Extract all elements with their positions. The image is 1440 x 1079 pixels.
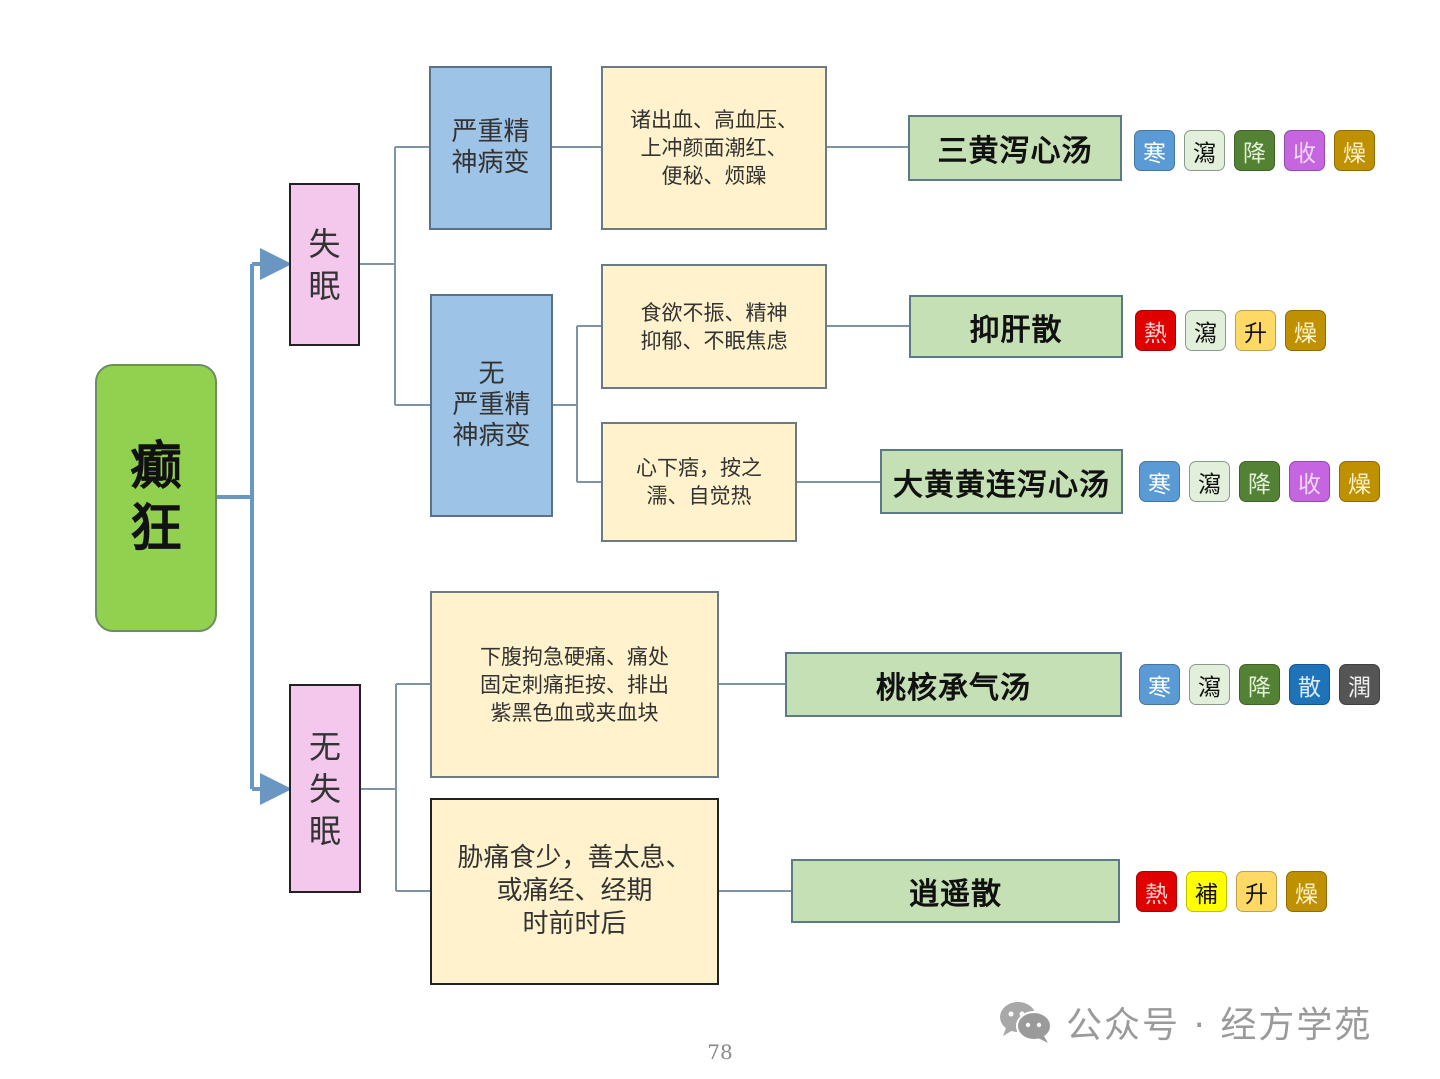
property-tag: 瀉 bbox=[1189, 664, 1230, 705]
symptom-line: 心下痞，按之 bbox=[636, 456, 762, 480]
condition-label: 神病变 bbox=[451, 148, 530, 178]
branch-label: 无 bbox=[308, 727, 341, 766]
formula-sanhuang-xiexin: 三黄泻心汤 bbox=[908, 115, 1122, 181]
symptom-line: 固定刺痛拒按、排出 bbox=[480, 672, 669, 697]
watermark-text: 公众号 · 经方学苑 bbox=[1066, 1005, 1373, 1046]
symptom-box-1: 诸出血、高血压、 上冲颜面潮红、 便秘、烦躁 bbox=[601, 66, 827, 230]
condition-label: 无 bbox=[478, 359, 505, 389]
condition-label: 神病变 bbox=[452, 421, 531, 451]
formula-name: 三黄泻心汤 bbox=[937, 134, 1093, 169]
branch-connectors bbox=[359, 146, 910, 892]
branch-label: 失 bbox=[308, 224, 341, 263]
symptom-box-5: 胁痛食少，善太息、 或痛经、经期 时前时后 bbox=[430, 798, 719, 985]
symptom-line: 抑郁、不眠焦虑 bbox=[640, 328, 788, 353]
symptom-line: 上冲颜面潮红、 bbox=[640, 136, 788, 160]
condition-label: 严重精 bbox=[452, 390, 531, 420]
property-tag: 補 bbox=[1186, 871, 1227, 912]
branch-label: 眠 bbox=[308, 266, 341, 305]
condition-label: 严重精 bbox=[451, 117, 530, 147]
symptom-line: 时前时后 bbox=[522, 909, 627, 939]
property-tag: 收 bbox=[1289, 461, 1330, 502]
formula-name: 大黄黄连泻心汤 bbox=[893, 467, 1110, 503]
property-tag: 寒 bbox=[1139, 664, 1180, 705]
watermark: 公众号 · 经方学苑 bbox=[998, 996, 1372, 1048]
symptom-line: 或痛经、经期 bbox=[496, 876, 653, 906]
property-tag: 升 bbox=[1236, 871, 1277, 912]
formula-name: 逍遥散 bbox=[909, 877, 1002, 912]
root-connector bbox=[217, 248, 292, 805]
page-number: 78 bbox=[707, 1040, 733, 1064]
property-tag: 潤 bbox=[1339, 664, 1380, 705]
condition-no-severe-mental: 无 严重精 神病变 bbox=[430, 294, 553, 517]
property-tag: 升 bbox=[1235, 310, 1276, 351]
property-tag: 熱 bbox=[1135, 310, 1176, 351]
root-label-line2: 狂 bbox=[129, 498, 182, 559]
property-tag: 瀉 bbox=[1189, 461, 1230, 502]
formula-xiaoyaosan: 逍遥散 bbox=[791, 859, 1120, 923]
branch-label: 眠 bbox=[308, 811, 341, 850]
symptom-line: 便秘、烦躁 bbox=[661, 164, 767, 188]
property-tag: 燥 bbox=[1285, 310, 1326, 351]
property-tag: 燥 bbox=[1339, 461, 1380, 502]
formula-yigansan: 抑肝散 bbox=[909, 295, 1123, 358]
property-tag: 降 bbox=[1239, 664, 1280, 705]
property-tag: 降 bbox=[1234, 130, 1275, 171]
branch-no-insomnia: 无 失 眠 bbox=[289, 684, 361, 893]
property-tag: 燥 bbox=[1286, 871, 1327, 912]
formula-name: 桃核承气汤 bbox=[876, 670, 1031, 706]
property-tag: 寒 bbox=[1134, 130, 1175, 171]
property-tag: 燥 bbox=[1334, 130, 1375, 171]
symptom-line: 食欲不振、精神 bbox=[640, 300, 788, 325]
branch-label: 失 bbox=[308, 769, 341, 808]
branch-insomnia: 失 眠 bbox=[289, 183, 360, 346]
root-node-dianKuang: 癫 狂 bbox=[95, 364, 217, 632]
formula-taohe-chengqi: 桃核承气汤 bbox=[785, 652, 1122, 717]
property-tag: 散 bbox=[1289, 664, 1330, 705]
symptom-line: 紫黑色血或夹血块 bbox=[490, 700, 659, 725]
formula-name: 抑肝散 bbox=[969, 312, 1063, 348]
property-tag: 寒 bbox=[1139, 461, 1180, 502]
formula-dahuang-huanglian-xiexin: 大黄黄连泻心汤 bbox=[880, 449, 1123, 514]
condition-severe-mental: 严重精 神病变 bbox=[429, 66, 552, 230]
root-label-line1: 癫 bbox=[129, 436, 182, 497]
symptom-line: 濡、自觉热 bbox=[646, 484, 752, 508]
symptom-line: 下腹拘急硬痛、痛处 bbox=[480, 644, 669, 669]
property-tag: 降 bbox=[1239, 461, 1280, 502]
property-tag: 瀉 bbox=[1185, 310, 1226, 351]
property-tag: 瀉 bbox=[1184, 130, 1225, 171]
property-tag: 熱 bbox=[1136, 871, 1177, 912]
property-tag: 收 bbox=[1284, 130, 1325, 171]
symptom-box-2: 食欲不振、精神 抑郁、不眠焦虑 bbox=[601, 264, 827, 389]
symptom-line: 诸出血、高血压、 bbox=[630, 108, 798, 132]
symptom-line: 胁痛食少，善太息、 bbox=[457, 843, 692, 873]
wechat-icon bbox=[998, 1000, 1054, 1044]
symptom-box-4: 下腹拘急硬痛、痛处 固定刺痛拒按、排出 紫黑色血或夹血块 bbox=[430, 591, 719, 778]
symptom-box-3: 心下痞，按之 濡、自觉热 bbox=[601, 422, 797, 542]
